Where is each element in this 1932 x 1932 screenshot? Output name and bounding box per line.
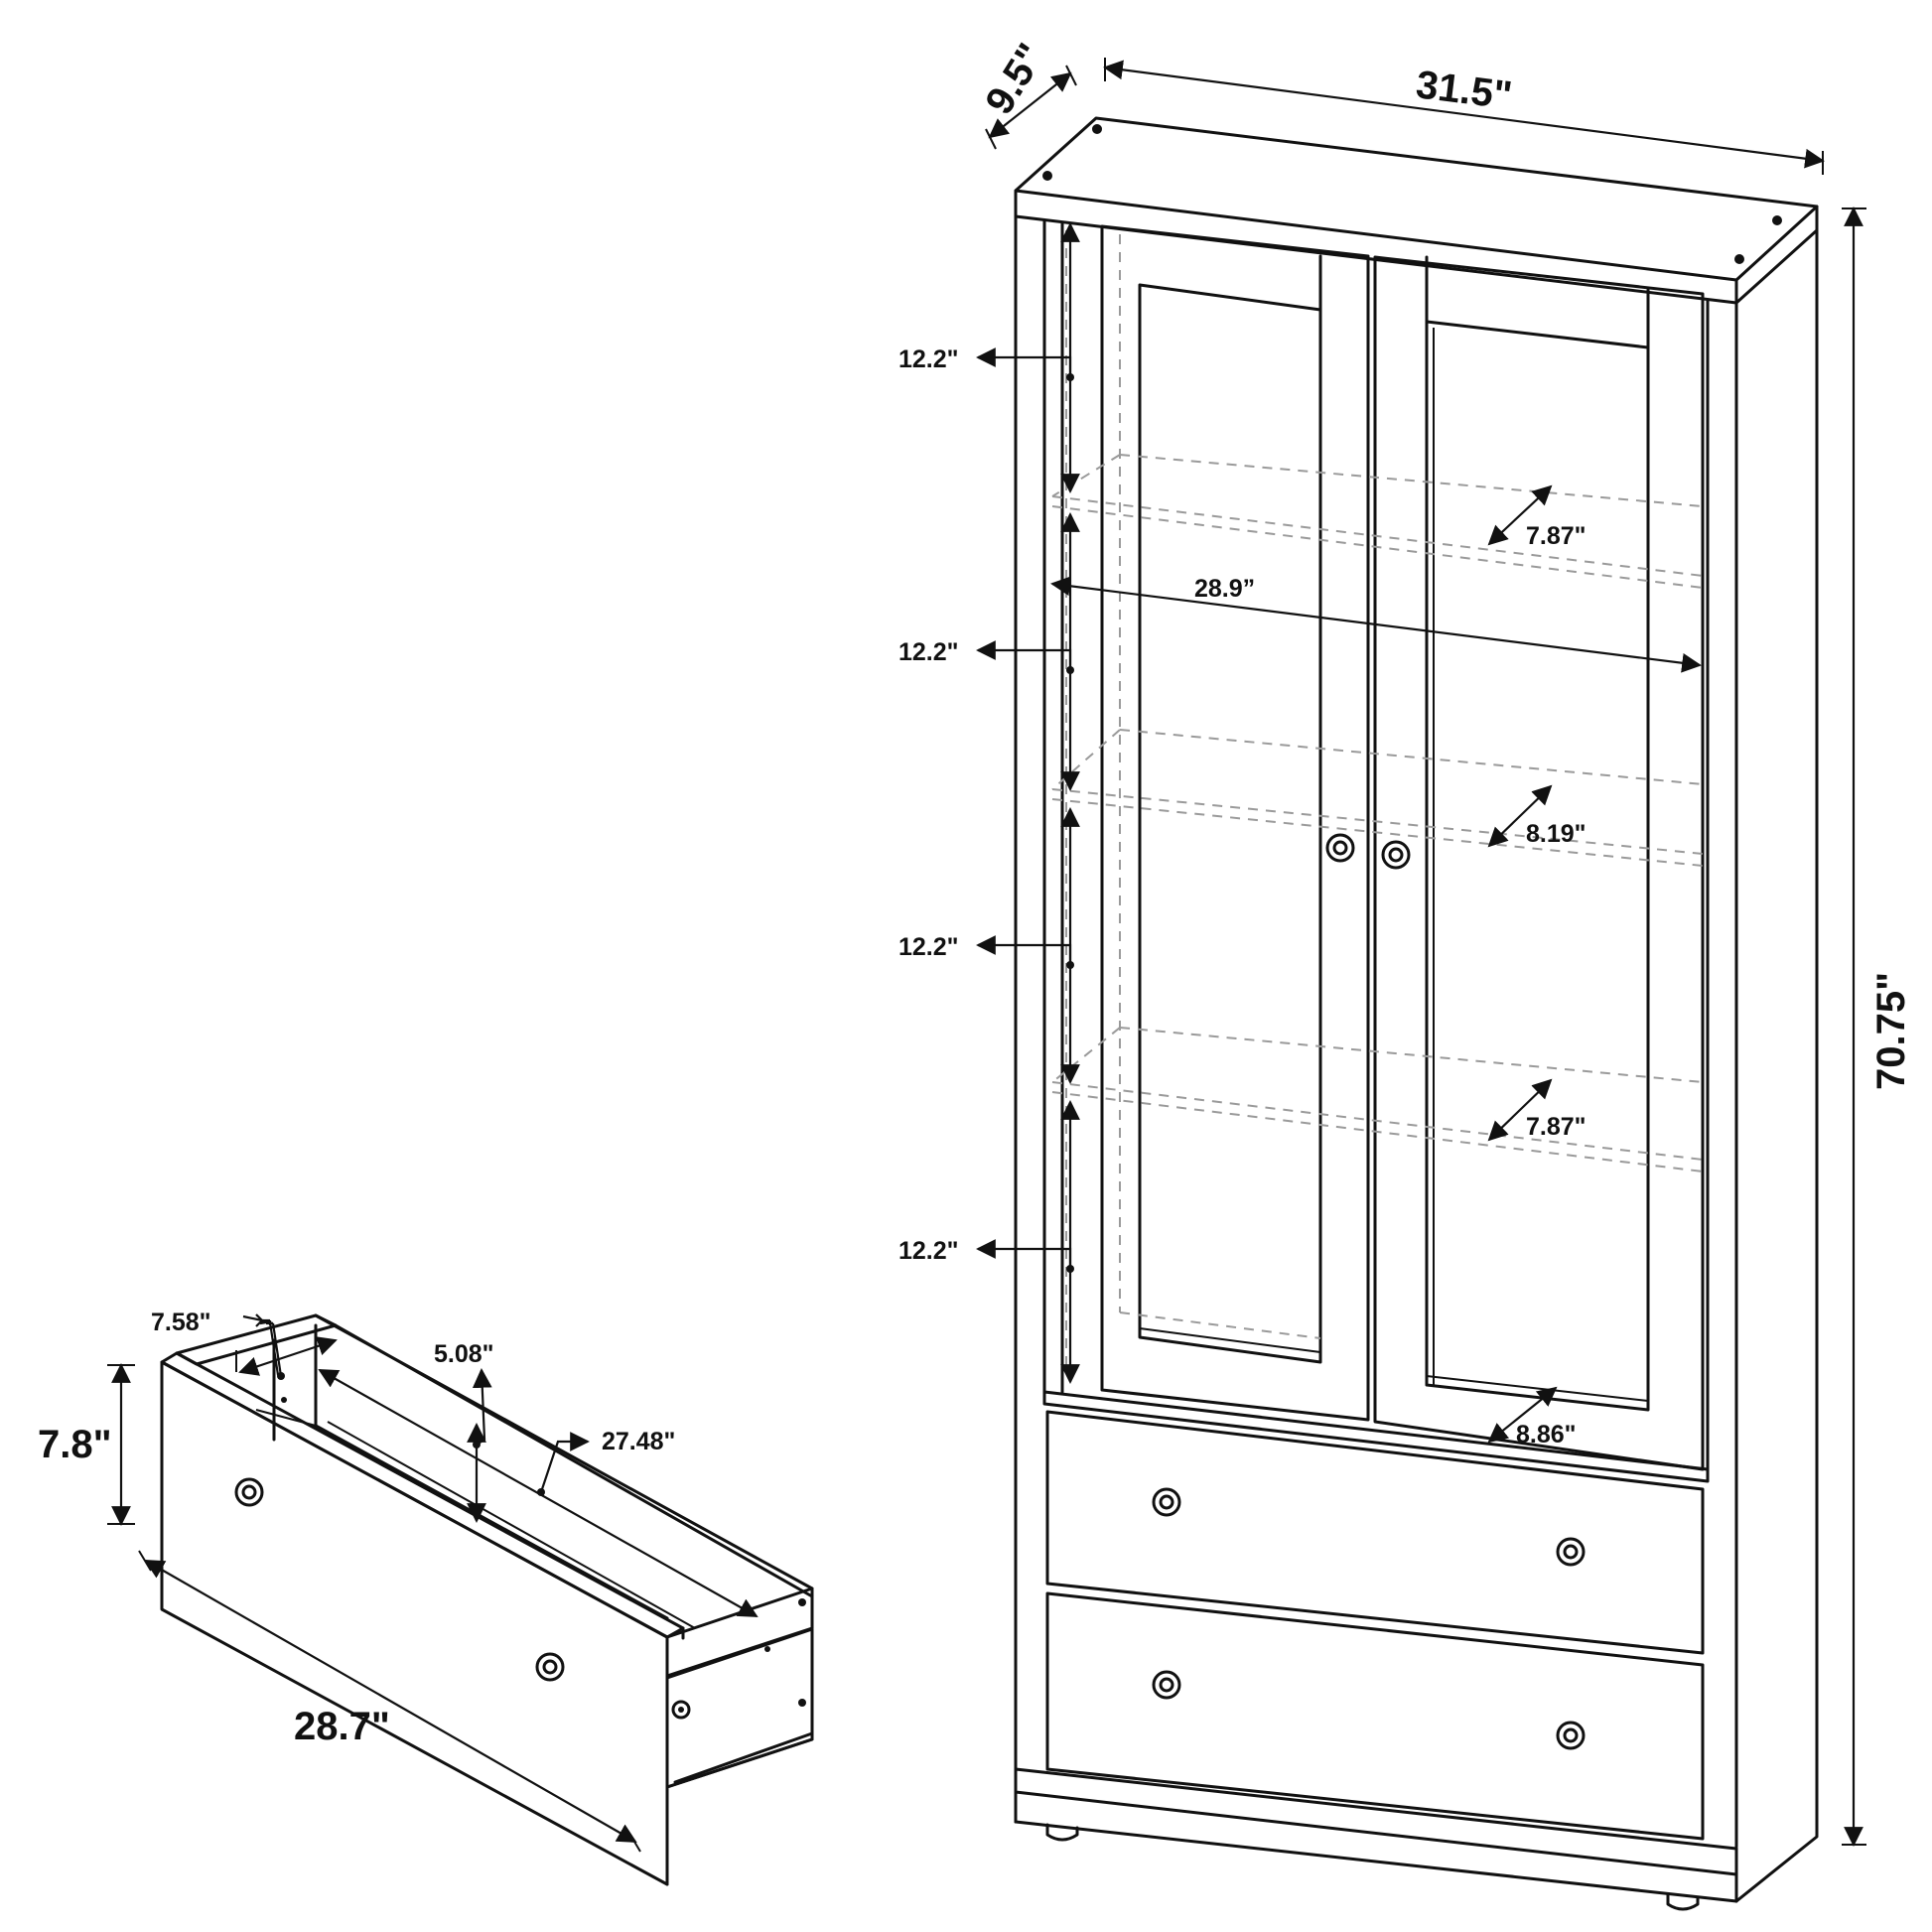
drawer-inner-depth-label: 7.58" (151, 1309, 211, 1336)
drawer-inner-height-label: 5.08" (434, 1340, 494, 1368)
shelf-gap-3-label: 12.2" (898, 933, 959, 961)
cabinet-height-label: 70.75" (1869, 972, 1913, 1090)
bottom-depth-label: 8.86" (1516, 1421, 1577, 1449)
foot-right (1666, 1892, 1700, 1911)
shelf-depth-3-label: 7.87" (1526, 1113, 1587, 1141)
shelf-gap-1-label: 12.2" (898, 345, 959, 373)
right-door (1373, 255, 1705, 1471)
cabinet-depth-label: 9.5" (977, 36, 1053, 122)
shelf-depth-2-label: 8.19" (1526, 820, 1587, 848)
cabinet-drawing (1014, 116, 1819, 1911)
shelf-gap-2-label: 12.2" (898, 638, 959, 666)
cabinet-drawer-2 (1045, 1591, 1705, 1841)
drawer-front-panel (160, 1360, 669, 1886)
shelf-2 (1051, 729, 1704, 867)
drawer-inner-width-label: 27.48" (602, 1428, 675, 1455)
shelf-depth-1-label: 7.87" (1526, 522, 1587, 550)
shelf-gap-4-label: 12.2" (898, 1237, 959, 1265)
cabinet-base (1014, 1767, 1738, 1876)
drawer-drawing (160, 1313, 814, 1886)
drawer-dimensions: 7.8" 28.7" 7.58" 5.08" 27.48" (38, 1309, 759, 1853)
left-door (1100, 224, 1370, 1422)
drawer-height-label: 7.8" (38, 1423, 112, 1466)
inner-width-label: 28.9” (1194, 575, 1255, 603)
cabinet-drawer-1 (1045, 1410, 1705, 1655)
foot-left (1045, 1823, 1079, 1842)
drawer-width-label: 28.7" (294, 1705, 390, 1748)
shelf-3 (1051, 1027, 1704, 1173)
shelf-1 (1051, 454, 1704, 589)
cabinet-dimensions: 9.5" 31.5" 70.75" 12.2" 12.2" 12.2" 12.2… (898, 36, 1913, 1847)
